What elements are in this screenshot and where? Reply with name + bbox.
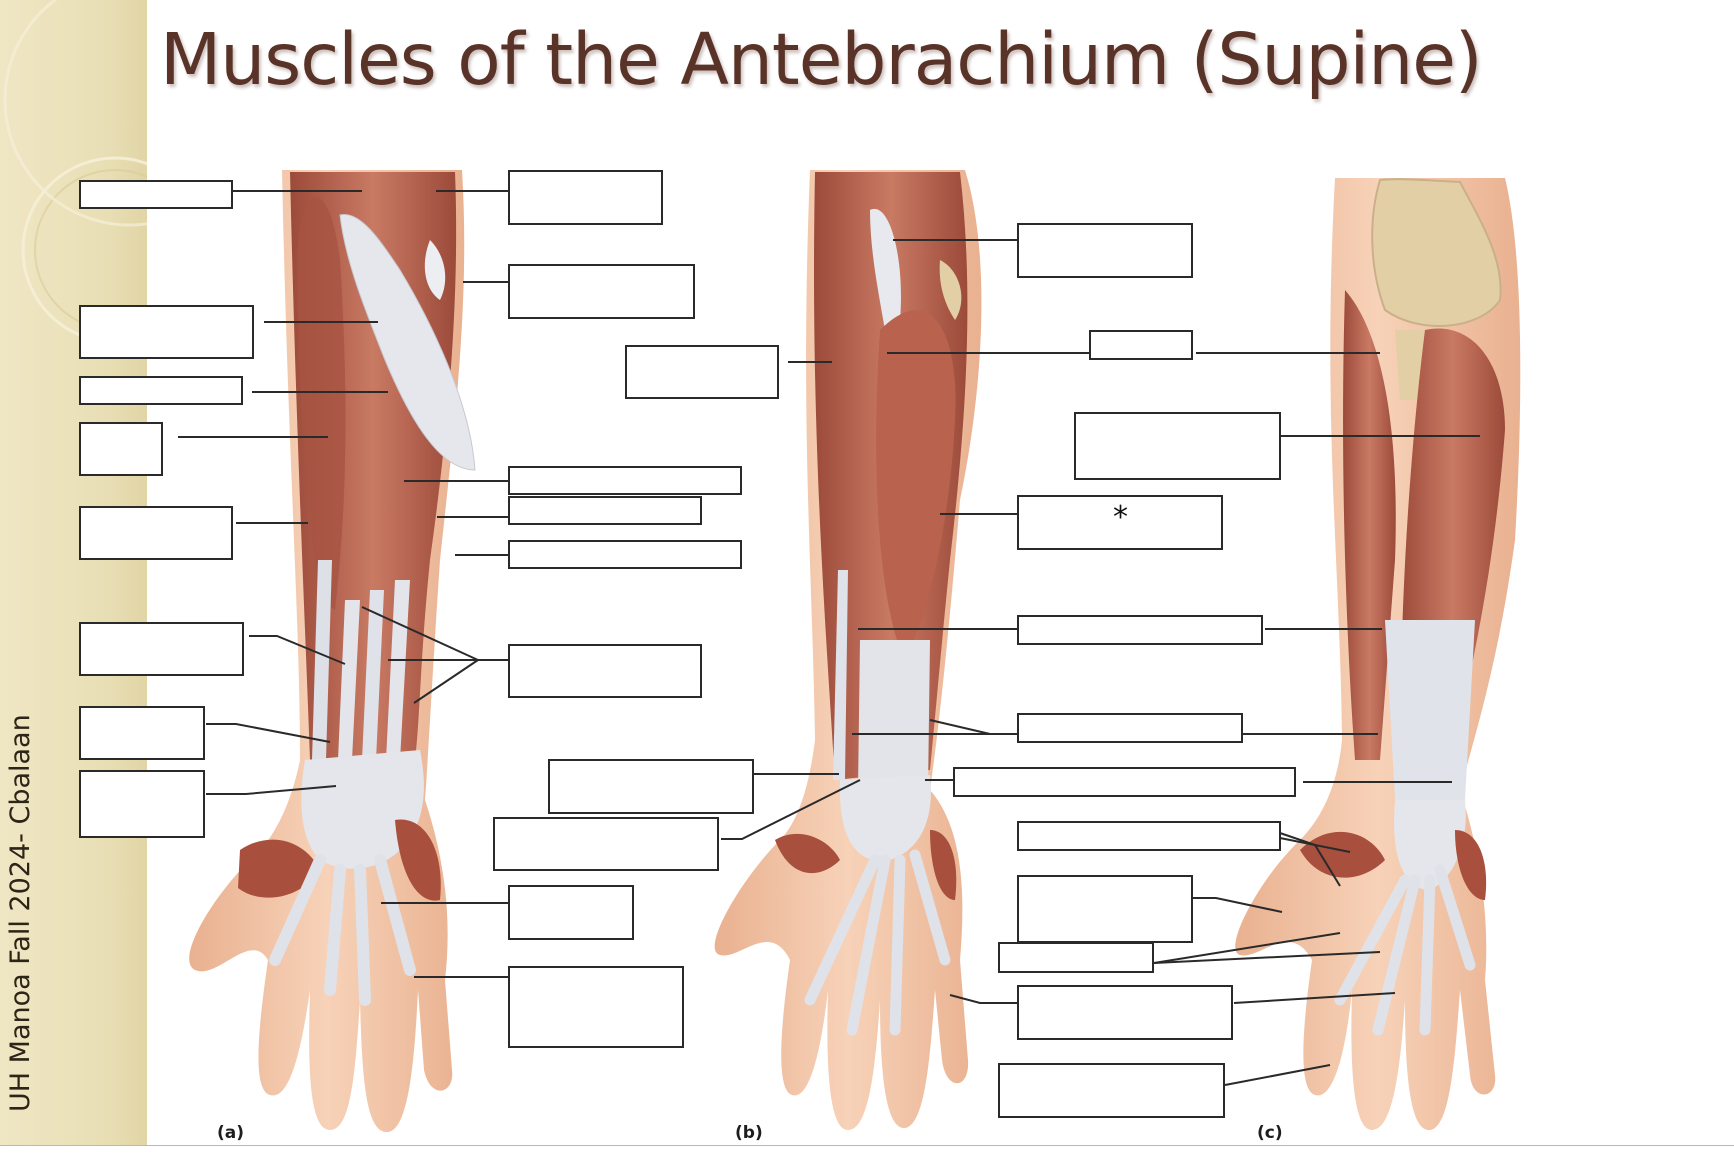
label-box[interactable] — [79, 506, 233, 560]
label-box[interactable] — [953, 767, 1296, 797]
forearm-a — [189, 170, 476, 1133]
label-box[interactable] — [79, 180, 233, 209]
label-box[interactable] — [1074, 412, 1281, 480]
panel-label-b: (b) — [735, 1123, 763, 1143]
label-box[interactable] — [1017, 223, 1193, 278]
label-box[interactable] — [1017, 985, 1233, 1040]
panel-label-c: (c) — [1257, 1123, 1283, 1143]
forearm-c — [1235, 178, 1521, 1131]
label-box[interactable] — [1017, 875, 1193, 943]
label-box[interactable] — [1017, 713, 1243, 743]
label-box[interactable] — [508, 540, 742, 569]
label-box[interactable] — [79, 376, 243, 405]
panel-label-a: (a) — [217, 1123, 245, 1143]
label-box[interactable] — [508, 885, 634, 940]
label-box[interactable] — [998, 942, 1154, 973]
label-box[interactable] — [79, 305, 254, 359]
label-box[interactable] — [508, 644, 702, 698]
label-box[interactable] — [493, 817, 719, 871]
label-box[interactable] — [508, 466, 742, 495]
bottom-divider — [0, 1145, 1734, 1146]
label-box-asterisk[interactable] — [1017, 495, 1223, 550]
label-box[interactable] — [79, 622, 244, 676]
forearm-b — [714, 170, 982, 1130]
label-box[interactable] — [508, 966, 684, 1048]
label-box[interactable] — [79, 770, 205, 838]
leader-lines — [178, 190, 1480, 1086]
label-box[interactable] — [1017, 821, 1281, 851]
label-box[interactable] — [79, 706, 205, 760]
label-box[interactable] — [508, 264, 695, 319]
slide-title: Muscles of the Antebrachium (Supine) — [160, 18, 1483, 101]
label-box[interactable] — [508, 496, 702, 525]
label-box[interactable] — [548, 759, 754, 814]
label-box[interactable] — [1017, 615, 1263, 645]
label-box[interactable] — [1089, 330, 1193, 360]
asterisk-mark: * — [1113, 500, 1128, 535]
label-box[interactable] — [998, 1063, 1225, 1118]
label-box[interactable] — [79, 422, 163, 476]
label-box[interactable] — [625, 345, 779, 399]
label-box[interactable] — [508, 170, 663, 225]
